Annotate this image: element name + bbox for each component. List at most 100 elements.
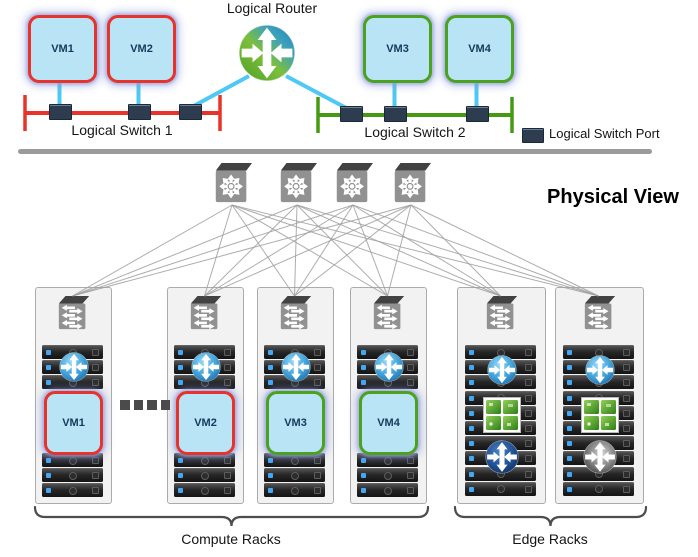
drive-knob [314, 457, 321, 464]
led-indicator [46, 365, 51, 370]
server-unit [174, 345, 235, 359]
drive-knob [623, 364, 630, 372]
rack-vm-vm2: VM2 [176, 391, 235, 455]
server-unit [465, 345, 536, 359]
led-indicator [469, 365, 474, 371]
logical-vm-vm3: VM3 [363, 15, 432, 83]
led-indicator [567, 395, 572, 401]
drive-knob [407, 364, 414, 371]
drive-knob [224, 349, 231, 356]
logical-vm-vm4: VM4 [445, 15, 514, 83]
led-indicator [567, 410, 572, 416]
server-unit [174, 483, 235, 497]
drive-knob [92, 379, 99, 386]
led-indicator [469, 456, 474, 462]
led-indicator [567, 350, 572, 355]
distributed-router-icon [58, 352, 89, 382]
led-indicator [567, 426, 572, 431]
led-indicator [361, 488, 366, 493]
drive-knob [314, 364, 321, 371]
drive-knob [224, 457, 231, 464]
drive-knob [92, 487, 99, 494]
physical-view-title: Physical View [547, 186, 679, 208]
drive-knob [525, 485, 532, 493]
server-unit [357, 345, 418, 359]
legend-switch-port-swatch-icon [522, 128, 544, 143]
drive-knob [525, 394, 532, 402]
drive-knob [623, 409, 630, 417]
distributed-router-icon [190, 352, 221, 382]
logical-router-label: Logical Router [226, 0, 318, 16]
led-indicator [46, 488, 51, 493]
drive-knob [92, 457, 99, 464]
led-indicator [567, 365, 572, 371]
drive-knob [407, 487, 414, 494]
led-indicator [361, 458, 366, 463]
led-indicator [268, 350, 273, 355]
compute-rack-3: VM3 [257, 287, 334, 504]
led-indicator [46, 380, 51, 385]
led-indicator [178, 350, 183, 355]
led-indicator [268, 380, 273, 385]
drive-knob [623, 440, 630, 448]
drive-knob [407, 472, 414, 479]
rack-vm-vm1: VM1 [44, 391, 103, 455]
server-unit [264, 345, 325, 359]
tor-switch-icon [278, 294, 314, 332]
logical-switch-port [178, 104, 202, 120]
drive-knob [525, 409, 532, 417]
led-indicator [46, 350, 51, 355]
drive-knob [314, 349, 321, 356]
led-indicator [469, 380, 474, 386]
drive-knob [525, 440, 532, 448]
logical-switch-port [339, 106, 363, 122]
tor-switch-icon [188, 294, 224, 332]
drive-knob [623, 455, 630, 463]
drive-knob [314, 487, 321, 494]
server-unit [174, 453, 235, 467]
compute-rack-1: VM1 [35, 287, 112, 504]
led-indicator [361, 380, 366, 385]
tor-switch-icon [56, 294, 92, 332]
drive-knob [92, 472, 99, 479]
drive-knob [525, 349, 532, 356]
distributed-router-icon [373, 352, 404, 382]
led-indicator [361, 350, 366, 355]
edge-rack-1 [457, 287, 546, 504]
led-indicator [469, 426, 474, 431]
drive-knob [383, 456, 392, 465]
logical-switch-port [49, 104, 72, 120]
drive-knob [496, 485, 505, 494]
led-indicator [178, 473, 183, 478]
nsx-service-icon [482, 397, 521, 433]
drive-knob [525, 470, 532, 478]
led-indicator [469, 486, 474, 492]
led-indicator [469, 350, 474, 355]
server-unit [357, 468, 418, 482]
spine-switch-icon [211, 161, 253, 207]
logical-switch-port [466, 106, 489, 122]
server-unit [42, 453, 103, 467]
drive-knob [407, 457, 414, 464]
edge-gateway-router-icon [582, 440, 617, 474]
drive-knob [623, 485, 630, 493]
led-indicator [567, 456, 572, 462]
logical-switch-2-label: Logical Switch 2 [364, 124, 466, 140]
led-indicator [46, 458, 51, 463]
drive-knob [525, 364, 532, 372]
drive-knob [200, 456, 209, 465]
drive-knob [623, 349, 630, 356]
drive-knob [594, 485, 603, 494]
led-indicator [178, 488, 183, 493]
led-indicator [469, 441, 474, 447]
drive-knob [525, 425, 532, 432]
drive-knob [224, 379, 231, 386]
rack-vm-vm4: VM4 [359, 391, 418, 455]
drive-knob [623, 394, 630, 402]
server-unit [264, 468, 325, 482]
drive-knob [407, 379, 414, 386]
led-indicator [268, 458, 273, 463]
led-indicator [469, 410, 474, 416]
compute-rack-4: VM4 [350, 287, 427, 504]
server-unit [42, 483, 103, 497]
